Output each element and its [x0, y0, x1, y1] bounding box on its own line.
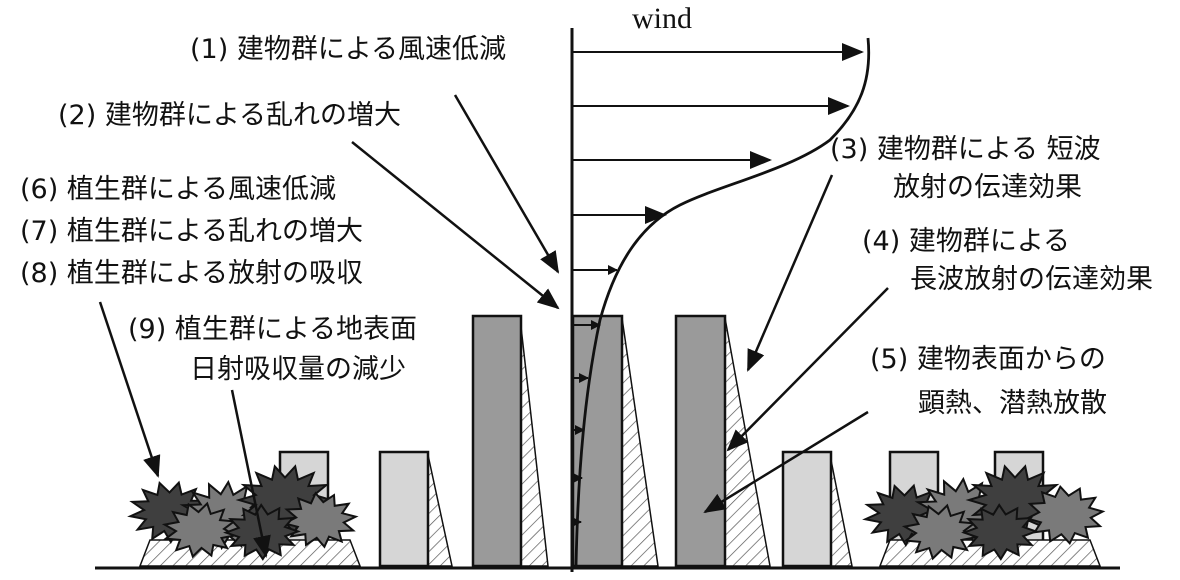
arrow-label-4	[726, 287, 889, 452]
arrow-label-2	[351, 141, 560, 310]
shadow-tall-left	[519, 317, 549, 567]
shadow-low-2	[829, 454, 853, 567]
arrow-label-5	[703, 410, 869, 514]
label-4-line1: (4) 建物群による	[862, 226, 1070, 257]
pointer-arrows	[98, 94, 889, 558]
label-3-line1: (3) 建物群による 短波	[830, 134, 1101, 165]
arrow-label-1	[453, 94, 560, 274]
label-5-line2: 顕熱、潜熱放散	[918, 388, 1107, 419]
building-low-2	[378, 450, 430, 568]
shadow-center	[621, 317, 659, 567]
label-9-line1: (9) 植生群による地表面	[128, 314, 417, 345]
wind-label: wind	[632, 2, 692, 35]
arrow-label-8	[98, 301, 161, 478]
label-8: (8) 植生群による放射の吸収	[20, 258, 363, 289]
label-6: (6) 植生群による風速低減	[20, 174, 336, 205]
label-2: (2) 建物群による乱れの増大	[58, 100, 401, 131]
label-1: (1) 建物群による風速低減	[190, 34, 506, 65]
labels: (1) 建物群による風速低減 (2) 建物群による乱れの増大 (3) 建物群によ…	[20, 34, 1153, 419]
vegetation-blob	[961, 503, 1039, 561]
vegetation-blob	[1024, 484, 1106, 546]
label-9-line2: 日射吸収量の減少	[190, 354, 406, 385]
wind-arrows	[572, 43, 864, 527]
shadow-tall-right	[724, 317, 771, 567]
vegetation-cluster-right	[862, 464, 1106, 561]
label-3-line2: 放射の伝達効果	[893, 172, 1082, 203]
building-center	[571, 314, 624, 568]
building-low-3	[781, 450, 833, 568]
arrow-label-9	[230, 389, 271, 558]
vegetation-blob	[161, 501, 239, 559]
building-tall-left	[471, 314, 523, 568]
label-7: (7) 植生群による乱れの増大	[20, 216, 363, 247]
label-4-line2: 長波放射の伝達効果	[910, 264, 1153, 295]
vegetation-blob	[281, 491, 359, 549]
arrow-label-3	[746, 174, 834, 372]
label-5-line1: (5) 建物表面からの	[870, 344, 1106, 375]
building-tall-right	[674, 314, 727, 568]
vegetation-blob	[901, 503, 979, 561]
shadow-low-1	[427, 454, 453, 567]
vegetation-cluster-left	[127, 464, 359, 561]
